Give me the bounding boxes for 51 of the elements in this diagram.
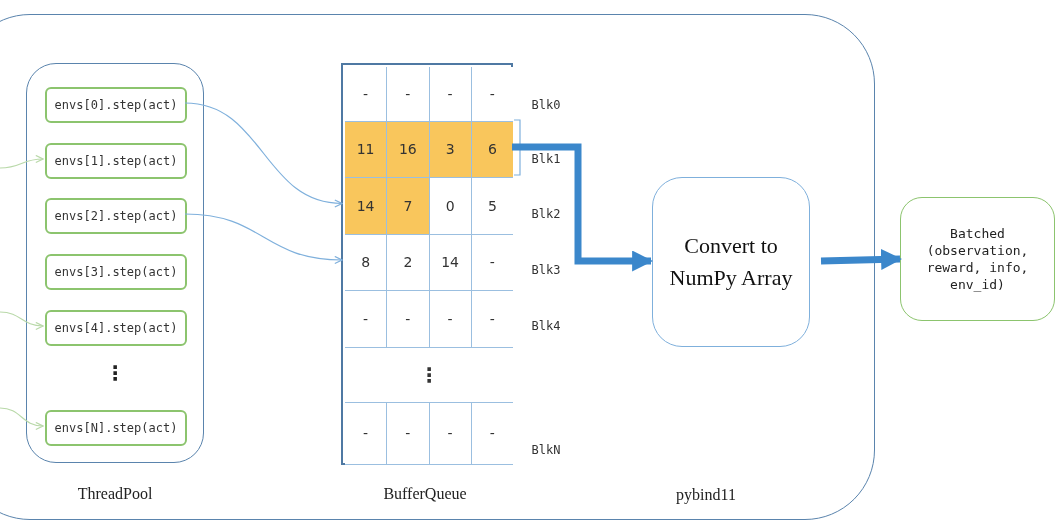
node-text: envs[3].step(act) (54, 264, 178, 281)
process-box (45, 198, 187, 234)
table-cell: 7 (387, 178, 430, 234)
block-label: BlkN (530, 442, 562, 459)
arrow (512, 143, 654, 272)
arrow (0, 155, 44, 169)
table-row (345, 291, 513, 348)
arrow (0, 311, 44, 330)
ellipsis-mark: ⋮ (104, 360, 126, 387)
output-box (900, 197, 1055, 321)
block-label: Blk0 (530, 97, 562, 114)
arrow (184, 213, 343, 264)
process-box (45, 310, 187, 346)
block-label: Blk3 (530, 262, 562, 279)
block-label: Blk2 (530, 206, 562, 223)
block-label: Blk1 (530, 151, 562, 168)
node-text: Convert to NumPy Array (668, 232, 794, 292)
table-cell: - (429, 403, 472, 464)
process-box (45, 87, 187, 123)
table-cell: - (471, 403, 513, 464)
node-text: Batched (observation, reward, info, env_id) (925, 225, 1030, 293)
panel-title: pybind11 (675, 485, 737, 506)
arrow (0, 407, 44, 430)
table-cell: 16 (387, 122, 430, 177)
table-cell: 6 (471, 122, 513, 177)
node-text: envs[1].step(act) (54, 153, 178, 170)
table-row (345, 235, 513, 291)
table-row (345, 122, 513, 178)
table-cell: - (387, 403, 430, 464)
node-text: envs[N].step(act) (54, 420, 178, 437)
table-cell: 14 (345, 178, 388, 234)
table-row (345, 178, 513, 235)
table-cell: 3 (429, 122, 472, 177)
node-label: BufferQueue (382, 484, 468, 504)
process-box (45, 254, 187, 290)
process-box (45, 143, 187, 179)
node-label: ThreadPool (76, 484, 154, 504)
table-cell: 11 (345, 122, 388, 177)
node-text: envs[4].step(act) (54, 320, 178, 337)
arrow (184, 102, 343, 207)
buffer-queue-table (341, 63, 513, 465)
table-cell: - (345, 403, 388, 464)
thread-pool-panel (26, 63, 204, 463)
process-box (45, 410, 187, 446)
block-label: Blk4 (530, 318, 562, 335)
table-row (345, 67, 513, 122)
process-box (652, 177, 810, 347)
node-text: envs[2].step(act) (54, 208, 178, 225)
table-row (345, 403, 513, 465)
node-text: envs[0].step(act) (54, 97, 178, 114)
arrow (820, 249, 903, 270)
